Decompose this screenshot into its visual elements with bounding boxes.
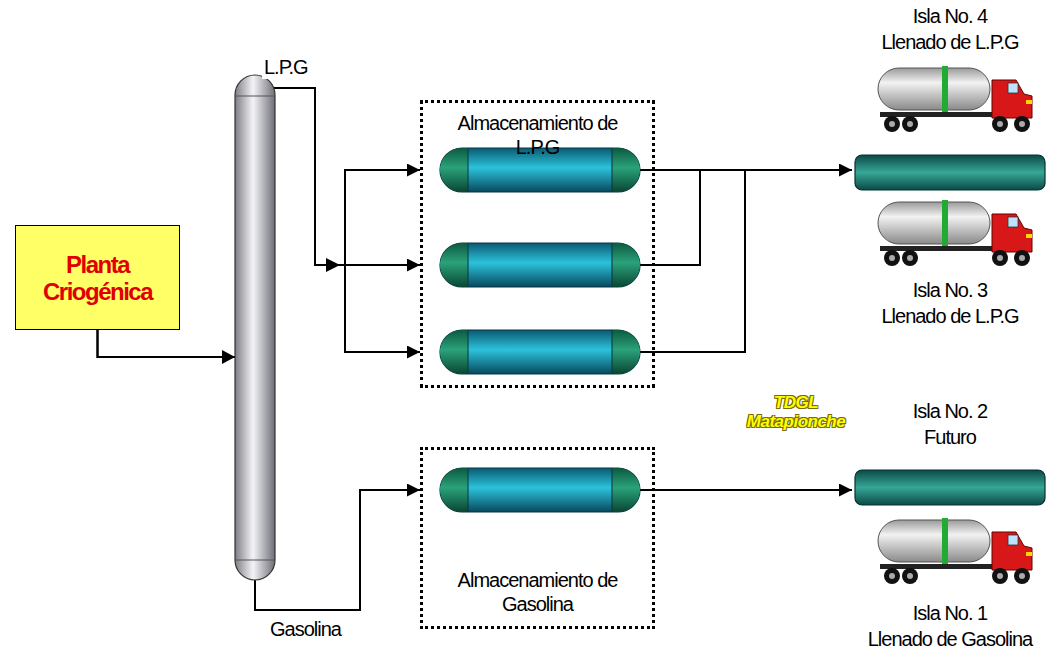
branch-line <box>345 170 420 265</box>
island-label: Isla No. 4 <box>852 4 1048 28</box>
loading-island <box>855 155 1045 190</box>
flow-line <box>655 489 852 491</box>
tanker-truck <box>878 66 1032 132</box>
storage-tank <box>440 330 640 374</box>
outlet-line <box>640 170 700 265</box>
plant-box: Planta Criogénica <box>15 225 180 330</box>
island-label: Llenado de L.P.G <box>852 30 1048 54</box>
pipe-lines <box>345 170 745 490</box>
storage-area: Almacenamiento de Gasolina <box>420 447 655 629</box>
flow-line <box>655 169 852 171</box>
storage-area: Almacenamiento de L.P.G <box>420 100 655 388</box>
area-title: Almacenamiento de L.P.G <box>443 111 633 159</box>
branch-line <box>345 265 420 352</box>
loading-island-group: Isla No. 2FuturoIsla No. 1Llenado de Gas… <box>852 395 1048 667</box>
island-label: Llenado de L.P.G <box>852 304 1048 328</box>
column-seam <box>235 560 275 561</box>
loading-island-group: Isla No. 4Llenado de L.P.GIsla No. 3Llen… <box>852 0 1048 340</box>
island-label: Isla No. 3 <box>852 278 1048 302</box>
island-label: Futuro <box>852 425 1048 449</box>
stream-label: Gasolina <box>268 617 343 641</box>
stream-label: L.P.G <box>262 55 310 79</box>
tanker-truck <box>878 518 1032 584</box>
island-label: Llenado de Gasolina <box>852 627 1048 651</box>
loading-island <box>855 470 1045 505</box>
plant-name: Planta Criogénica <box>23 247 172 309</box>
outlet-line <box>640 170 745 352</box>
island-label: Isla No. 1 <box>852 601 1048 625</box>
area-title: Almacenamiento de Gasolina <box>443 568 633 616</box>
storage-tank <box>440 243 640 287</box>
storage-tank <box>440 468 640 512</box>
distillation-column <box>235 75 275 580</box>
column-seam <box>235 96 275 97</box>
flow-arrowhead <box>222 350 235 364</box>
island-label: Isla No. 2 <box>852 399 1048 423</box>
tanker-truck <box>878 200 1032 266</box>
flow-arrowhead <box>326 258 340 272</box>
terminal-name: TDGL Matapionche <box>747 393 845 431</box>
